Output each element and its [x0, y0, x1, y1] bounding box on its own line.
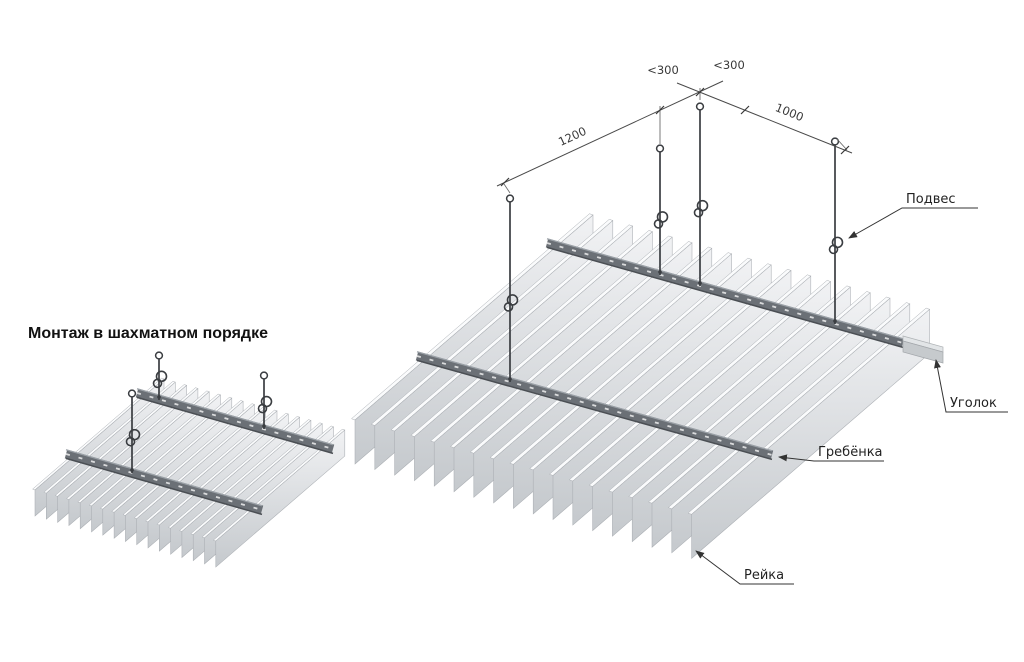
hanger-fastener	[130, 468, 134, 472]
extension-line	[503, 183, 511, 194]
comb-bottom-edge	[546, 246, 904, 349]
hanger-hook-icon	[127, 389, 137, 398]
comb-bottom-edge	[416, 359, 773, 461]
comb-bottom-edge	[65, 457, 263, 516]
comb-slots	[136, 392, 334, 450]
comb-top-edge	[65, 449, 263, 507]
comb-carriers-large	[415, 238, 905, 461]
comb-top-edge	[546, 238, 904, 340]
comb-slots	[416, 355, 773, 456]
hangers-large	[503, 102, 844, 382]
callout-comb-leader	[778, 454, 884, 462]
dimension-lines: 1200 1000 <300 <300	[496, 58, 853, 194]
hanger-spring-icon	[152, 378, 163, 389]
hanger-hook-icon	[259, 371, 269, 380]
callout-angle-trim-leader	[934, 359, 1008, 413]
angle-trim-piece	[902, 335, 944, 364]
hanger-fastener	[698, 281, 702, 285]
hanger-fastener	[508, 377, 512, 381]
extension-line	[836, 138, 848, 151]
dim-label-1200: 1200	[556, 124, 588, 149]
left-diagram-title: Монтаж в шахматном порядке	[28, 325, 268, 342]
ceiling-panel-small	[32, 377, 346, 568]
hangers-small	[125, 351, 273, 473]
dimension-line-1200	[496, 80, 724, 187]
hanger-spring-icon	[503, 302, 514, 312]
callout-hanger-leader	[848, 207, 978, 239]
callouts: Подвес Уголок Гребёнка Рейка	[695, 192, 1008, 585]
comb-bottom-edge	[136, 396, 334, 455]
hanger-hook-icon	[695, 102, 705, 111]
hanger-spring-icon	[257, 403, 268, 414]
callout-hanger-label: Подвес	[906, 192, 956, 207]
dim-tick	[740, 105, 750, 115]
left-diagram: Монтаж в шахматном порядке	[28, 325, 346, 568]
hanger-spring-icon	[693, 207, 704, 218]
hanger-fastener	[262, 424, 266, 428]
callout-slat: Рейка	[695, 550, 794, 585]
comb-slots	[546, 242, 904, 344]
dim-tick	[695, 87, 705, 97]
hanger-spring-icon	[125, 436, 136, 447]
callout-hanger: Подвес	[848, 192, 978, 239]
hanger-spring-icon	[653, 219, 664, 229]
slat-face	[215, 429, 346, 568]
callout-angle-trim: Уголок	[934, 359, 1008, 413]
comb-top-edge	[416, 351, 773, 452]
right-diagram: 1200 1000 <300 <300 Подвес Уголок Гребён…	[351, 58, 1008, 585]
dim-tick	[655, 105, 665, 115]
hanger-fastener	[833, 319, 837, 323]
hanger-hook-icon	[830, 137, 840, 146]
callout-comb-label: Гребёнка	[818, 445, 883, 460]
hanger-hook-icon	[655, 144, 665, 153]
dimension-line-1000	[676, 82, 853, 154]
dim-label-1000: 1000	[773, 100, 805, 124]
callout-comb: Гребёнка	[778, 445, 884, 462]
comb-carriers-small	[64, 388, 335, 516]
callout-slat-leader	[695, 550, 794, 585]
dim-tick	[840, 145, 850, 155]
hanger-fastener	[658, 270, 662, 274]
dim-tick	[500, 177, 510, 187]
hanger-fastener	[157, 395, 161, 399]
ceiling-panel-large	[351, 213, 931, 559]
hanger-hook-icon	[505, 194, 515, 203]
dim-label-300-right: <300	[713, 58, 745, 72]
angle-trim-front-face	[902, 340, 944, 364]
hanger-spring-icon	[828, 244, 839, 255]
comb-top-edge	[136, 388, 334, 446]
dim-label-300-left: <300	[647, 63, 679, 77]
callout-slat-label: Рейка	[744, 568, 784, 583]
callout-angle-trim-label: Уголок	[950, 396, 997, 411]
comb-slots	[65, 453, 263, 511]
hanger-hook-icon	[154, 351, 164, 360]
